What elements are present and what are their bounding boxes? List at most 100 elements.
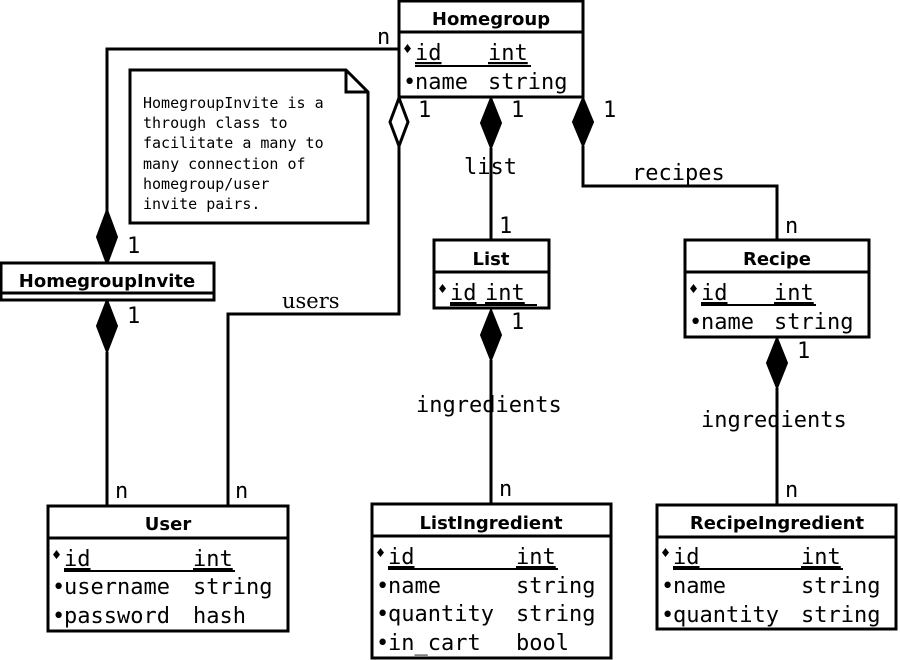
attr-type: int [774,281,814,306]
attr-type: string [193,575,272,600]
attr-marker: ♦ [661,544,670,562]
mult-list-ingredients-n: n [499,477,512,502]
attr-type: int [193,547,233,572]
entity-homegroup-invite[interactable]: HomegroupInvite [0,261,216,302]
attr-marker: • [376,602,389,627]
composition-diamond-invite-user [95,297,119,355]
note-line: through class to [143,114,288,132]
attr-name: name [415,70,468,95]
note-fold [344,70,368,94]
edge-homegroup-users [226,146,401,505]
edge-homegroup-invite [105,47,398,212]
attr-name: id [64,547,91,572]
entity-box [683,238,871,339]
entity-title: RecipeIngredient [690,513,865,534]
aggregation-diamond-users [388,93,410,151]
attr-type: int [485,281,525,306]
attr-marker: ♦ [689,280,698,298]
entity-title: Recipe [743,249,811,270]
attr-type: string [516,574,595,599]
label-recipe-ingredients: ingredients [701,408,847,433]
attr-type: bool [516,631,569,656]
note-body [128,68,370,225]
label-list-ingredients: ingredients [416,393,562,418]
entity-title: Homegroup [432,9,550,30]
mult-users-n: n [235,479,248,504]
note-line: HomegroupInvite is a [143,94,324,112]
attr-name: name [673,574,726,599]
mult-invite-user-1: 1 [127,304,140,329]
entity-title: ListIngredient [419,513,563,534]
mult-list-1-bottom: 1 [499,214,512,239]
attr-type: string [774,310,853,335]
attr-type: int [516,545,556,570]
attr-name: password [64,604,170,629]
attr-marker: • [376,631,389,656]
composition-diamond-recipes [571,95,595,149]
attr-type: hash [193,604,246,629]
attr-marker: • [661,603,674,628]
entity-title: List [473,249,510,270]
composition-diamond-list [479,95,503,151]
entity-title: User [145,514,192,535]
attr-name: name [388,574,441,599]
entity-title: HomegroupInvite [19,271,195,292]
mult-list-1-top: 1 [511,98,524,123]
mult-users-1: 1 [418,98,431,123]
attr-name: id [450,281,477,306]
attr-row: ♦id int [661,544,841,570]
note-line: invite pairs. [143,195,260,213]
attr-row: •in_cart bool [376,631,569,656]
attr-row: •password hash [52,604,246,629]
composition-diamond-recipe-ingredients [765,335,789,391]
attr-marker: ♦ [376,544,385,562]
note-line: facilitate a many to [143,134,324,152]
attr-type: int [488,41,528,66]
attr-name: id [701,281,728,306]
attr-name: username [64,575,170,600]
attr-marker: • [689,310,702,335]
entity-box [655,503,898,631]
mult-recipe-ingredients-1: 1 [797,339,810,364]
attr-marker: ♦ [438,280,447,298]
attr-marker: • [661,574,674,599]
attr-name: id [415,41,442,66]
mult-invite-1: 1 [127,234,140,259]
attr-name: quantity [673,603,779,628]
mult-recipe-ingredients-n: n [785,478,798,503]
mult-recipes-n: n [785,214,798,239]
composition-diamond-list-ingredients [479,307,503,363]
attr-name: id [673,545,700,570]
attr-marker: • [52,604,65,629]
note: HomegroupInvite is a through class to fa… [128,68,370,225]
entity-box [397,0,585,99]
edge-homegroup-recipes [581,146,779,240]
relation-labels: n 1 1 n 1 users n 1 list 1 1 recipes n 1… [115,25,847,504]
note-line: homegroup/user [143,175,269,193]
attr-marker: • [403,70,416,95]
label-users: users [282,289,340,313]
attr-name: in_cart [388,631,481,656]
mult-invite-user-n: n [115,479,128,504]
attr-marker: • [52,575,65,600]
composition-diamond-invite [95,207,119,267]
label-recipes: recipes [632,161,725,186]
attr-type: int [801,545,841,570]
